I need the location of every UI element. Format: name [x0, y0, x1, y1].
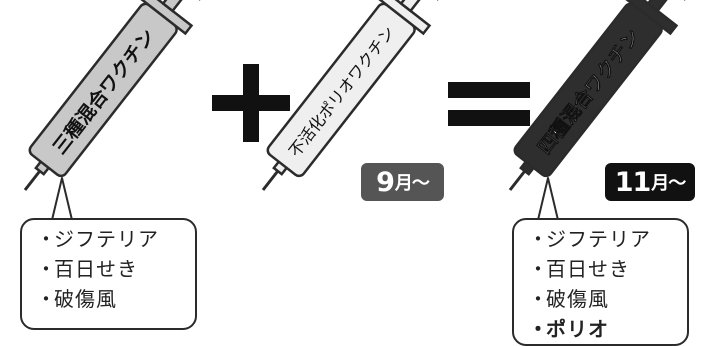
bubble-left-item: ・破傷風 — [36, 287, 117, 311]
badge-9-number: 9 — [376, 166, 395, 198]
plus-sign — [212, 64, 290, 142]
badge-9-unit: 月〜 — [394, 173, 430, 194]
equals-sign — [448, 82, 530, 126]
bubble-right: ・ジフテリア ・百日せき ・破傷風 ・ポリオ — [512, 218, 689, 346]
bubble-right-item-polio: ・ポリオ — [528, 317, 609, 341]
bubble-left-tail — [51, 177, 73, 221]
bubble-left-item: ・ジフテリア — [36, 227, 159, 251]
syringe-left: 三種混合ワクチン — [23, 0, 208, 191]
bubble-left-item: ・百日せき — [36, 257, 138, 281]
syringe-left-label: 三種混合ワクチン — [48, 25, 160, 159]
syringe-middle-label: 不活化ポリオワクチン — [285, 23, 398, 161]
bubble-right-item: ・ジフテリア — [528, 227, 651, 251]
badge-11-number: 11 — [614, 166, 652, 198]
bubble-left: ・ジフテリア ・百日せき ・破傷風 — [20, 218, 197, 330]
bubble-right-tail — [537, 177, 559, 221]
badge-11-unit: 月〜 — [651, 173, 686, 194]
bubble-right-item: ・破傷風 — [528, 287, 609, 311]
syringe-right-label: 四種混合ワクチン — [533, 25, 645, 159]
bubble-right-item: ・百日せき — [528, 257, 630, 281]
